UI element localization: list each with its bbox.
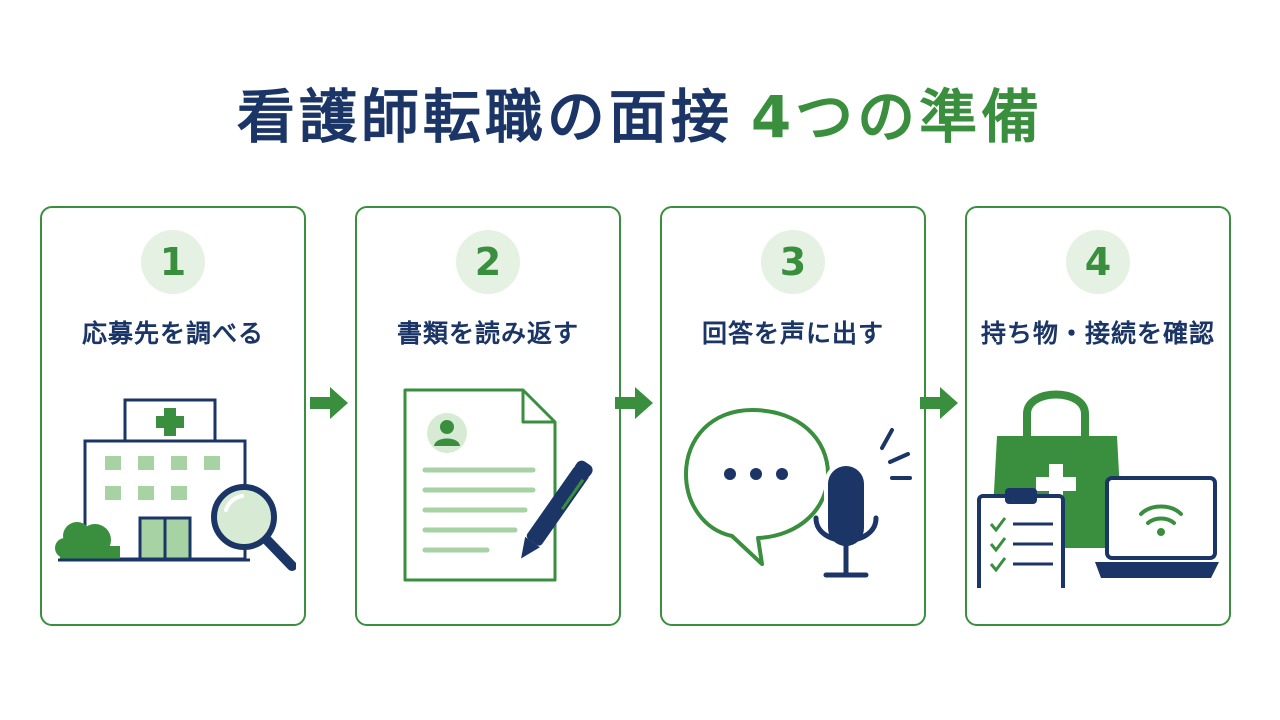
step-card-2: 2 書類を読み返す	[355, 206, 621, 626]
step-label-2: 書類を読み返す	[396, 319, 579, 348]
step-number-3: 3	[761, 230, 825, 294]
step-card-3: 3 回答を声に出す	[660, 206, 926, 626]
step-number-1: 1	[141, 230, 205, 294]
step-card-1: 1 応募先を調べる	[40, 206, 306, 626]
arrow-right-icon	[310, 387, 348, 419]
bag-laptop-checklist-icon	[977, 390, 1219, 588]
step-card-4: 4 持ち物・接続を確認	[965, 206, 1231, 626]
speech-microphone-icon	[684, 408, 912, 578]
hospital-search-icon	[55, 398, 296, 571]
step-label-1: 応募先を調べる	[81, 319, 264, 348]
arrow-right-icon	[615, 387, 653, 419]
step-label-3: 回答を声に出す	[701, 319, 884, 348]
title-accent: 4つの準備	[750, 83, 1044, 151]
arrow-right-icon	[920, 387, 958, 419]
step-label-4: 持ち物・接続を確認	[980, 319, 1215, 348]
document-pen-icon	[403, 388, 593, 582]
title-main: 看護師転職の面接	[236, 83, 733, 151]
step-number-4: 4	[1066, 230, 1130, 294]
step-number-2: 2	[456, 230, 520, 294]
